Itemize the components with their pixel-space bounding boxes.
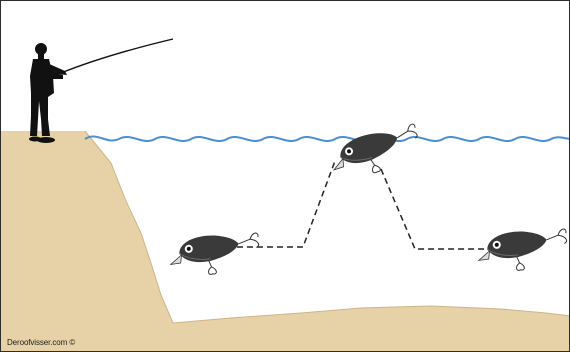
fishing-lure-icon [168,229,263,280]
credit-text: Deroofvisser.com © [7,338,75,347]
angler-silhouette-icon [29,43,67,143]
fishing-lure-icon [476,225,570,276]
fishing-lure-icon [327,120,425,185]
water-surface-line [85,136,570,141]
fishing-rod [61,39,173,73]
shore-bank [1,131,570,352]
retrieve-path [237,161,491,249]
